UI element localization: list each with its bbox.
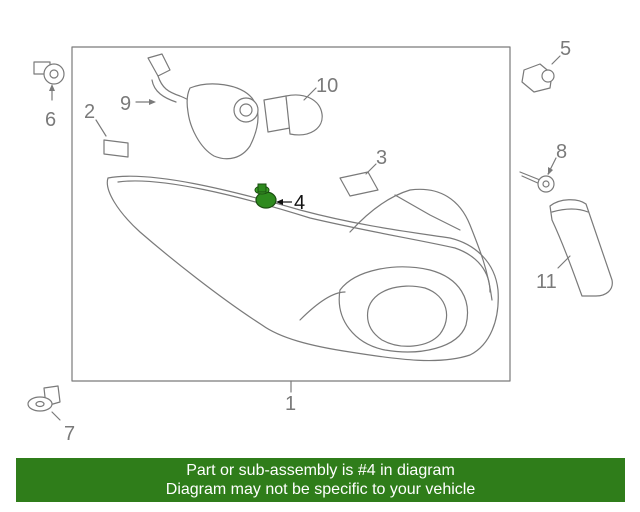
part-2-pad xyxy=(103,139,129,158)
part-8-screw xyxy=(519,171,555,193)
callout-3-leader xyxy=(365,163,377,175)
callout-9-label: 9 xyxy=(120,93,131,115)
part-4-highlighted xyxy=(254,183,277,209)
callout-7-leader xyxy=(51,411,61,421)
banner-line-1: Part or sub-assembly is #4 in diagram xyxy=(186,462,455,479)
callout-7-label: 7 xyxy=(64,423,75,445)
part-3-pad xyxy=(339,171,379,197)
callout-3-label: 3 xyxy=(376,147,387,169)
part-5-nut xyxy=(521,63,555,93)
part-9-socket-harness xyxy=(147,53,259,160)
parts-diagram: 1 4 3 2 9 10 xyxy=(27,38,613,445)
callout-5-leader xyxy=(551,55,561,65)
callout-2-label: 2 xyxy=(84,101,95,123)
callout-4-arrow xyxy=(276,199,283,205)
callout-6-arrow xyxy=(49,84,55,91)
callout-5-label: 5 xyxy=(560,38,571,60)
callout-11-leader xyxy=(557,255,571,269)
callout-2-leader xyxy=(95,119,107,137)
part-7-clip xyxy=(27,385,61,412)
tail-lamp-housing xyxy=(106,175,499,362)
callout-10-label: 10 xyxy=(316,75,338,97)
banner-line-2: Diagram may not be specific to your vehi… xyxy=(165,481,476,498)
callout-6-label: 6 xyxy=(45,109,56,131)
info-banner: Part or sub-assembly is #4 in diagram Di… xyxy=(16,458,625,502)
callout-4-label: 4 xyxy=(294,192,305,214)
part-11-cover xyxy=(549,199,613,297)
callout-10-leader xyxy=(303,87,317,101)
callout-8-arrow xyxy=(548,167,553,175)
callout-9-arrow xyxy=(149,99,156,105)
callout-11-label: 11 xyxy=(536,271,557,293)
part-6-fastener xyxy=(33,61,65,85)
callout-8-label: 8 xyxy=(556,141,567,163)
part-10-bulb xyxy=(263,94,323,136)
callout-1-label: 1 xyxy=(285,393,296,415)
